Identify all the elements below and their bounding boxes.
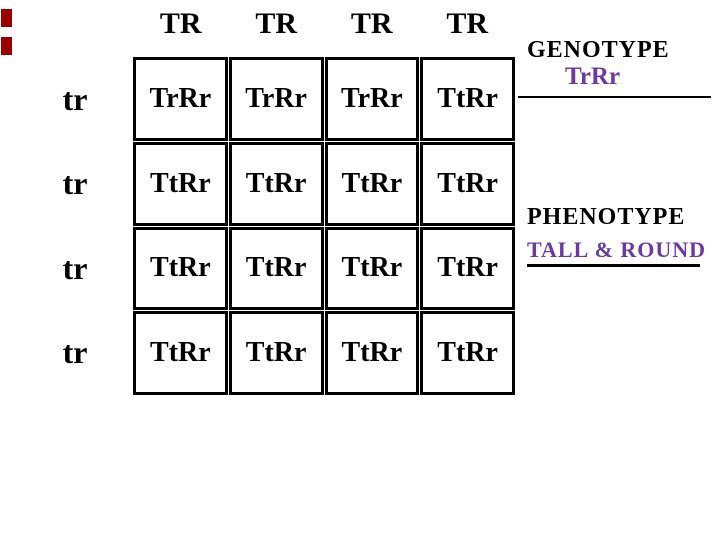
punnett-cell: TtRr	[420, 226, 515, 311]
punnett-cell: TrRr	[324, 57, 420, 141]
genotype-underline	[518, 96, 711, 98]
punnett-col-header: TR	[255, 7, 298, 40]
phenotype-label: PHENOTYPE	[527, 204, 686, 230]
punnett-cell: TtRr	[420, 57, 515, 141]
punnett-cell: TtRr	[324, 226, 420, 311]
punnett-row-headers: tr tr tr tr	[42, 57, 108, 395]
punnett-cell: TtRr	[133, 141, 228, 226]
punnett-col-header: TR	[446, 7, 489, 40]
punnett-cell: TrRr	[228, 57, 324, 141]
red-square-decoration	[1, 9, 12, 27]
punnett-row-header: tr	[62, 165, 88, 202]
punnett-cell: TtRr	[420, 141, 515, 226]
punnett-cell: TtRr	[133, 311, 228, 395]
punnett-row-header: tr	[62, 334, 88, 371]
punnett-row-header: tr	[62, 249, 88, 286]
punnett-cell: TtRr	[228, 311, 324, 395]
phenotype-value: TALL & ROUND	[527, 237, 707, 262]
phenotype-underline	[527, 264, 700, 267]
punnett-cell: TtRr	[420, 311, 515, 395]
punnett-col-headers: TR TR TR TR	[133, 5, 515, 43]
punnett-cell: TtRr	[324, 141, 420, 226]
red-square-decoration	[1, 37, 12, 55]
punnett-cell: TtRr	[133, 226, 228, 311]
genotype-value: TrRr	[565, 63, 621, 90]
punnett-cell: TtRr	[324, 311, 420, 395]
punnett-cell: TtRr	[228, 141, 324, 226]
punnett-grid: TrRr TrRr TrRr TtRr TtRr TtRr TtRr TtRr …	[133, 57, 515, 395]
punnett-col-header: TR	[350, 7, 393, 40]
genotype-label: GENOTYPE	[527, 37, 670, 63]
punnett-cell: TrRr	[133, 57, 228, 141]
punnett-col-header: TR	[159, 7, 202, 40]
punnett-cell: TtRr	[228, 226, 324, 311]
punnett-row-header: tr	[62, 80, 88, 117]
